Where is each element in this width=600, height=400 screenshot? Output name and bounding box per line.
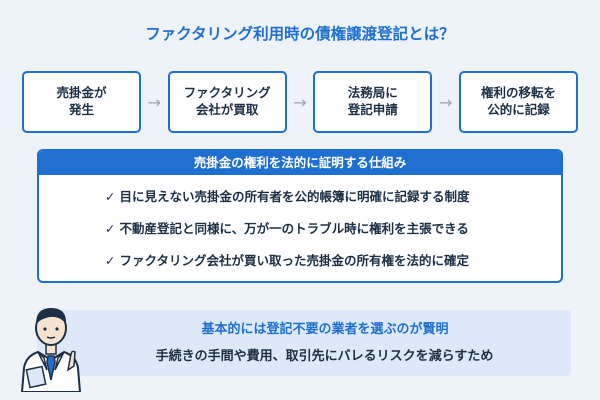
mechanism-panel: 売掛金の権利を法的に証明する仕組み ✓目に見えない売掛金の所有者を公的帳簿に明確… [37, 149, 563, 283]
mechanism-item: ✓目に見えない売掛金の所有者を公的帳簿に明確に記録する制度 [105, 181, 561, 213]
mechanism-heading: 売掛金の権利を法的に証明する仕組み [39, 151, 561, 175]
right-arrow-icon: → [438, 92, 453, 112]
flow-step-1-label: 売掛金が 発生 [56, 85, 107, 117]
page-title: ファクタリング利用時の債権譲渡登記とは？ [145, 25, 455, 43]
flow-step-3-label: 法務局に 登記申請 [347, 85, 398, 117]
flow-step-1: 売掛金が 発生 [22, 71, 141, 133]
businessman-illustration [20, 308, 82, 392]
mechanism-item: ✓不動産登記と同様に、万が一のトラブル時に権利を主張できる [105, 213, 561, 245]
right-arrow-icon: → [147, 92, 162, 112]
flow-step-2-label: ファクタリング 会社が買取 [183, 85, 271, 117]
flow-step-4: 権利の移転を 公的に記録 [458, 71, 578, 133]
mechanism-list: ✓目に見えない売掛金の所有者を公的帳簿に明確に記録する制度 ✓不動産登記と同様に… [39, 175, 561, 277]
mechanism-item-text: 目に見えない売掛金の所有者を公的帳簿に明確に記録する制度 [119, 189, 470, 204]
mechanism-item: ✓ファクタリング会社が買い取った売掛金の所有権を法的に確定 [105, 245, 561, 277]
check-icon: ✓ [105, 253, 116, 268]
flow-step-4-label: 権利の移転を 公的に記録 [480, 85, 556, 117]
flow-step-2: ファクタリング 会社が買取 [167, 71, 287, 133]
check-icon: ✓ [105, 221, 116, 236]
check-icon: ✓ [105, 189, 116, 204]
right-arrow-icon: → [293, 92, 307, 112]
flow-steps: 売掛金が 発生 → ファクタリング 会社が買取 → 法務局に 登記申請 → 権利… [22, 70, 578, 134]
mechanism-item-text: 不動産登記と同様に、万が一のトラブル時に権利を主張できる [119, 221, 469, 236]
tip-reason: 手続きの手間や費用、取引先にバレるリスクを減らすため [155, 349, 494, 364]
flow-step-3: 法務局に 登記申請 [313, 71, 433, 133]
tip-headline: 基本的には登記不要の業者を選ぶのが賢明 [201, 322, 449, 337]
tip-box: 基本的には登記不要の業者を選ぶのが賢明 手続きの手間や費用、取引先にバレるリスク… [37, 310, 571, 376]
mechanism-item-text: ファクタリング会社が買い取った売掛金の所有権を法的に確定 [119, 253, 469, 268]
